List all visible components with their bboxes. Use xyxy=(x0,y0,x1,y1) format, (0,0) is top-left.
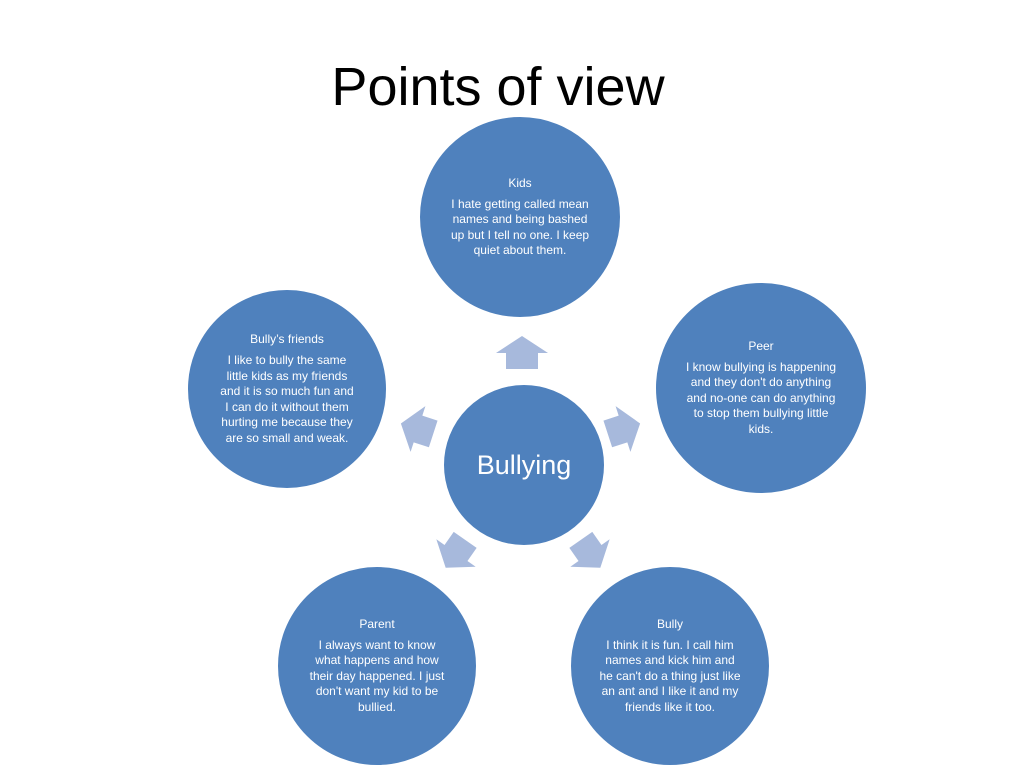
node-circle-peer: Peer I know bullying is happening and th… xyxy=(654,281,868,495)
center-label: Bullying xyxy=(476,449,572,480)
node-text-bullys-friends: I like to bully the same little kids as … xyxy=(220,353,354,445)
node-name-peer: Peer xyxy=(748,338,774,353)
node-text-parent: I always want to know what happens and h… xyxy=(309,637,445,714)
node-name-parent: Parent xyxy=(359,616,395,631)
node-name-kids: Kids xyxy=(508,175,532,190)
page-title: Points of view xyxy=(331,57,665,117)
node-circle-bully: Bully I think it is fun. I call him name… xyxy=(569,565,771,767)
node-circle-parent: Parent I always want to know what happen… xyxy=(276,565,478,767)
node-text-bully: I think it is fun. I call him names and … xyxy=(599,637,741,714)
node-text-kids: I hate getting called mean names and bei… xyxy=(450,196,590,258)
arrow-to-parent xyxy=(436,531,477,568)
node-name-bullys-friends: Bully’s friends xyxy=(250,332,324,346)
arrow-to-bullys-friends xyxy=(400,406,438,452)
arrow-to-bully xyxy=(569,531,610,568)
node-circle-kids: Kids I hate getting called mean names an… xyxy=(418,115,622,319)
node-text-peer: I know bullying is happening and they do… xyxy=(685,359,837,436)
arrow-to-peer xyxy=(603,406,641,452)
center-circle-bullying: Bullying xyxy=(442,383,606,547)
arrow-to-kids xyxy=(496,336,548,369)
node-circle-bullys-friends: Bully’s friends I like to bully the same… xyxy=(186,288,388,490)
node-name-bully: Bully xyxy=(656,616,683,631)
